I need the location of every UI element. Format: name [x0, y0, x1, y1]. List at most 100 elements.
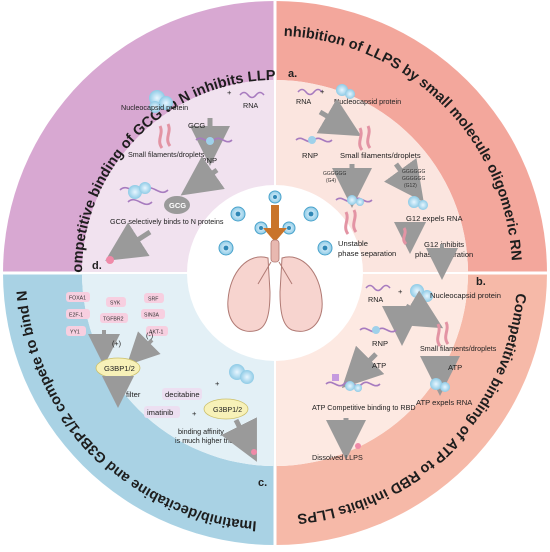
tag-syk-label: SYK: [110, 301, 121, 307]
filaments-icon: [402, 227, 408, 246]
protein-icon: [345, 381, 362, 392]
filaments-label: Small filaments/droplets: [128, 150, 205, 159]
panel-d: + RNA Nucleocapsid protein GCG Small fil…: [92, 88, 265, 272]
protein-icon: [430, 378, 450, 392]
decitabine-label: decitabine: [165, 390, 200, 399]
rna-strand-icon: [297, 88, 323, 96]
arrow-icon: [126, 331, 161, 366]
section-letter-a: a.: [288, 68, 297, 80]
virus-icon: [218, 240, 234, 256]
arrow-icon: [384, 158, 424, 203]
rnp-label: RNP: [201, 156, 217, 165]
affinity-label-1: binding affinity: [178, 427, 224, 436]
protein-icon: [347, 195, 364, 206]
atp-molecule-icon: [332, 374, 339, 381]
arrow-icon: [180, 156, 225, 196]
unstable-label-2: phase separation: [338, 249, 396, 258]
virus-icon: [317, 240, 333, 256]
protein-icon: [229, 364, 254, 384]
virus-icon: [230, 206, 246, 222]
atp-label-2: ATP: [448, 363, 462, 372]
g4-sequence: GGGGGG: [323, 171, 346, 177]
gcg-label: GCG: [169, 201, 186, 210]
lungs-icon: [227, 239, 323, 332]
tag-tgfbr2-label: TGFBR2: [103, 317, 124, 323]
g12-sequence-1: GGGGGG: [402, 169, 425, 175]
rna-label: RNA: [368, 295, 383, 304]
gcg-note: GCG selectively binds to N proteins: [110, 217, 224, 226]
protein-icon: [128, 182, 151, 199]
tag-sin3a: [141, 309, 165, 319]
rnp-label: RNP: [302, 151, 318, 160]
affinity-label-2: is much higher than N: [175, 436, 245, 445]
section-letter-c: c.: [258, 477, 267, 489]
rna-strand-icon: [239, 91, 265, 99]
atp-expels-label: ATP expels RNA: [416, 398, 473, 407]
g12-label: (G12): [404, 183, 417, 189]
section-letter-b: b.: [476, 276, 486, 288]
rna-label: RNA: [296, 97, 311, 106]
g4-label: (G4): [326, 178, 336, 184]
arrow-icon: [105, 222, 152, 261]
unstable-label-1: Unstable: [338, 239, 368, 248]
tag-srf-label: SRF: [148, 297, 158, 303]
dissolved-label: Dissolved LLPS: [312, 453, 363, 462]
tag-e2f1: [66, 309, 90, 319]
arrow-icon: [398, 290, 444, 329]
section-letter-d: d.: [92, 260, 102, 272]
virus-icon: [303, 206, 319, 222]
protein-icon: [336, 84, 355, 99]
g12-inhibits-label-1: G12 inhibits: [424, 240, 464, 249]
plus-regulation-label: (+): [112, 339, 121, 348]
droplet-icon: [355, 443, 361, 449]
gcg-arrow-label: GCG: [188, 121, 205, 130]
nucleocapsid-label: Nucleocapsid protein: [430, 291, 501, 300]
g12-expels-label: G12 expels RNA: [406, 214, 463, 223]
tag-yy1-label: YY1: [70, 330, 80, 336]
nucleocapsid-label: Nucleocapsid protein: [121, 103, 188, 112]
panel-c: FOXA1 SYK SRF E2F-1 TGFBR2 SIN3A YY1 AKT…: [66, 292, 267, 489]
filaments-label: Small filaments/droplets: [340, 151, 421, 160]
virus-icons: [218, 190, 333, 256]
plus-sign: +: [192, 409, 197, 418]
filaments-icon: [358, 125, 372, 151]
protein-icon: [372, 326, 380, 334]
filaments-icon: [436, 321, 450, 347]
droplet-icon: [251, 449, 257, 455]
tag-yy1: [66, 326, 86, 336]
tag-sin3a-label: SIN3A: [144, 313, 160, 319]
tag-tgfbr2: [100, 313, 128, 323]
droplet-icon: [106, 256, 114, 264]
protein-icon: [308, 136, 316, 144]
rnp-label: RNP: [372, 339, 388, 348]
protein-icon: [206, 137, 214, 145]
protein-icon: [149, 90, 173, 113]
competitive-label: ATP Competitive binding to RBD: [312, 403, 416, 412]
arrow-icon: [316, 98, 362, 137]
filaments-label: Small filaments/droplets: [420, 344, 497, 353]
imatinib-label: imatinib: [147, 408, 173, 417]
filter-label: filter: [126, 390, 141, 399]
protein-icon: [408, 196, 428, 210]
virus-icon: [268, 190, 282, 204]
filaments-icon: [158, 123, 172, 149]
plus-sign: +: [320, 87, 325, 96]
g3bp-right-label: G3BP1/2: [213, 405, 242, 414]
minus-regulation-label: (-): [146, 331, 153, 340]
down-arrow-icon: [271, 205, 279, 229]
rna-label: RNA: [243, 101, 258, 110]
gcg-molecule-icon: [164, 196, 190, 214]
tag-foxa1-label: FOXA1: [69, 296, 86, 302]
rna-strand-icon: [195, 137, 233, 143]
atp-label-1: ATP: [372, 361, 386, 370]
tag-syk: [106, 297, 126, 307]
plus-sign: +: [398, 287, 403, 296]
g12-inhibits-label-2: phase separation: [415, 250, 473, 259]
nucleocapsid-label: Nucleocapsid protein: [334, 97, 401, 106]
imatinib-box: [144, 406, 180, 418]
arrow-icon: [341, 345, 385, 389]
plus-sign-right: +: [215, 379, 220, 388]
decitabine-box: [162, 388, 202, 400]
arrow-icon: [221, 417, 257, 462]
